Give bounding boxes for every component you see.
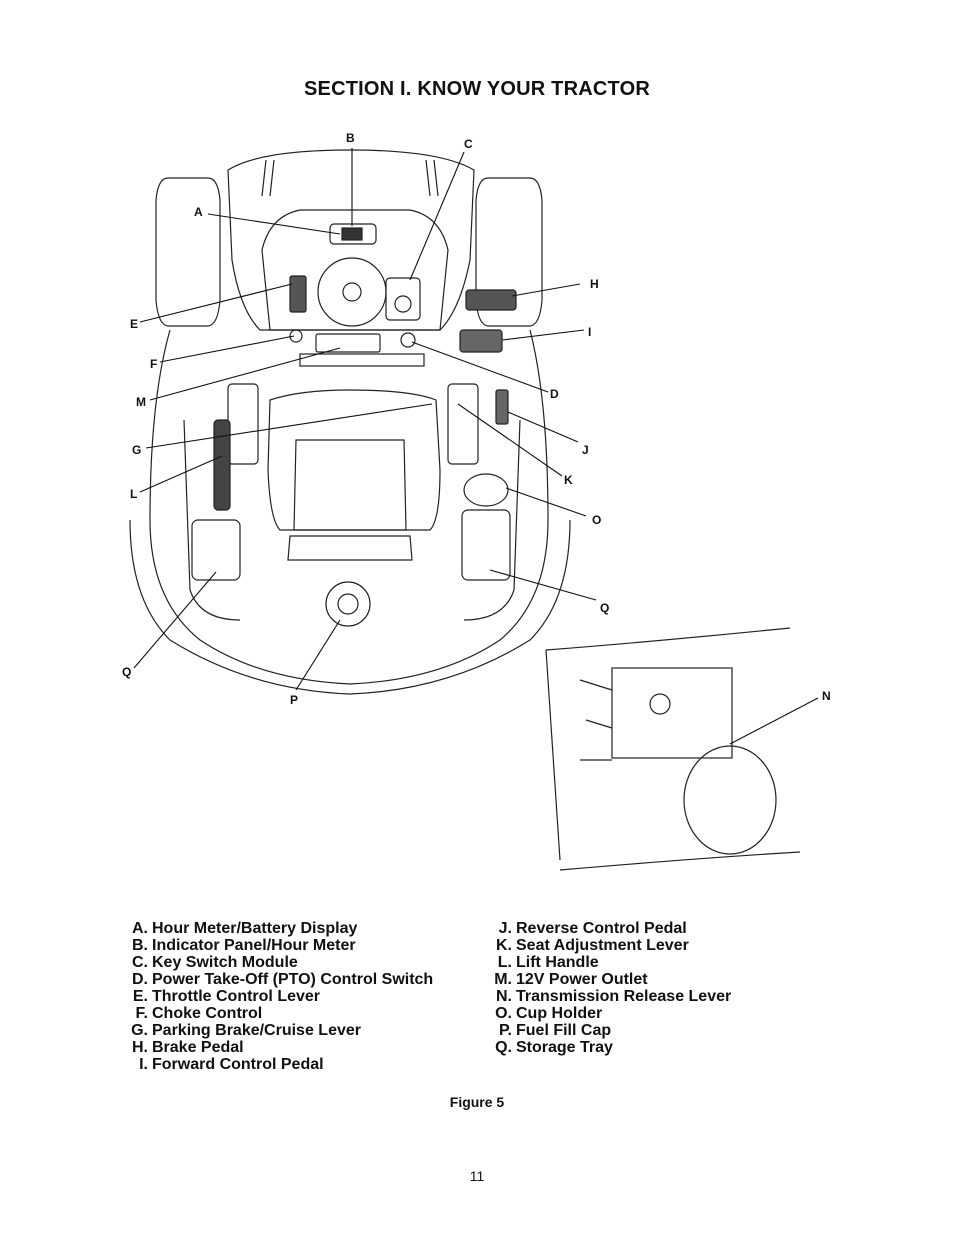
legend-item: J.Reverse Control Pedal <box>498 920 687 937</box>
page-number: 11 <box>469 1168 485 1184</box>
legend-item: I.Forward Control Pedal <box>139 1056 324 1073</box>
storage-tray-right <box>461 509 511 581</box>
dash-console <box>261 209 449 331</box>
transmission-housing <box>611 667 733 759</box>
legend-item: A.Hour Meter/Battery Display <box>132 920 358 937</box>
throttle-lever <box>289 275 307 313</box>
callout-j: J <box>582 443 589 457</box>
legend-left: A.Hour Meter/Battery Display B.Indicator… <box>118 920 433 1073</box>
legend-item: K.Seat Adjustment Lever <box>496 937 689 954</box>
figure-caption: Figure 5 <box>449 1094 505 1110</box>
storage-tray-left <box>191 519 241 581</box>
callout-q-left: Q <box>122 665 131 679</box>
callout-f: F <box>150 357 157 371</box>
legend-item: H.Brake Pedal <box>132 1039 244 1056</box>
legend-right: J.Reverse Control Pedal K.Seat Adjustmen… <box>482 920 731 1056</box>
legend-item: E.Throttle Control Lever <box>132 988 321 1005</box>
callout-c: C <box>464 137 473 151</box>
legend-item: L.Lift Handle <box>497 954 599 971</box>
legend-item: N.Transmission Release Lever <box>496 988 732 1005</box>
callout-e: E <box>130 317 138 331</box>
callout-n: N <box>822 689 831 703</box>
legend-item: O.Cup Holder <box>495 1005 603 1022</box>
callout-d: D <box>550 387 559 401</box>
callout-h: H <box>590 277 599 291</box>
legend-item: D.Power Take-Off (PTO) Control Switch <box>132 971 434 988</box>
hour-meter <box>329 223 377 245</box>
key-switch-module <box>385 277 421 321</box>
legend-item: G.Parking Brake/Cruise Lever <box>131 1022 361 1039</box>
callout-m: M <box>136 395 146 409</box>
callout-q-right: Q <box>600 601 609 615</box>
callout-b: B <box>346 131 355 145</box>
callout-g: G <box>132 443 141 457</box>
section-title: SECTION I. KNOW YOUR TRACTOR <box>304 78 650 100</box>
steering-hub <box>317 257 387 327</box>
fuel-cap <box>325 581 371 627</box>
body-outline <box>149 329 549 685</box>
hood <box>227 149 475 331</box>
callout-p: P <box>290 693 298 707</box>
legend-item: C.Key Switch Module <box>132 954 298 971</box>
lift-handle <box>213 419 231 511</box>
callout-o: O <box>592 513 601 527</box>
legend-item: Q.Storage Tray <box>495 1039 613 1056</box>
inset-frame <box>545 627 801 871</box>
callout-k: K <box>564 473 573 487</box>
seat <box>267 389 441 531</box>
cup-holder <box>463 473 509 507</box>
callout-a: A <box>194 205 203 219</box>
forward-pedal <box>459 329 503 353</box>
legend-item: P.Fuel Fill Cap <box>498 1022 612 1039</box>
legend-item: B.Indicator Panel/Hour Meter <box>132 937 356 954</box>
right-rear-wheel <box>475 177 543 327</box>
tractor-diagram: A B C H I E F M D G J K L O Q Q P N <box>122 131 831 871</box>
callout-i: I <box>588 325 591 339</box>
legend-item: M.12V Power Outlet <box>494 971 648 988</box>
callout-l: L <box>130 487 137 501</box>
legend-item: F.Choke Control <box>135 1005 263 1022</box>
brake-pedal <box>465 289 517 311</box>
left-rear-wheel <box>155 177 221 327</box>
reverse-pedal <box>495 389 509 425</box>
